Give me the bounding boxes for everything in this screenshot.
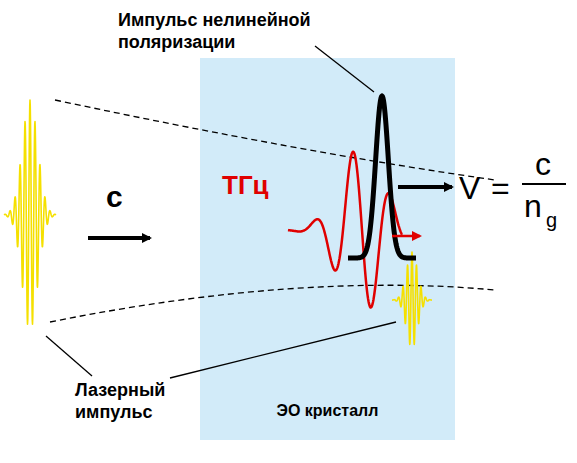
label-holder: Импульс нелинейной поляризации xyxy=(118,10,343,53)
label-holder: ТГц xyxy=(222,172,292,198)
formula-subscript: g xyxy=(546,209,557,231)
callout-label: Импульс нелинейной поляризации xyxy=(118,10,311,52)
laser-pulse xyxy=(392,252,432,344)
beam-envelope xyxy=(55,100,495,180)
direction-arrow xyxy=(88,236,150,240)
formula-symbol: c xyxy=(535,146,551,182)
crystal-label: ЭО кристалл xyxy=(277,402,379,420)
leader-line xyxy=(46,336,92,376)
formula-symbol: n xyxy=(524,188,542,224)
thz-arrow xyxy=(392,235,420,238)
polarization-pulse xyxy=(348,96,416,258)
crystal: ЭО кристалл xyxy=(200,58,455,440)
callout-label: Лазерный импульс xyxy=(75,380,165,422)
label-holder: g xyxy=(546,210,566,230)
fraction-bar xyxy=(522,183,566,185)
thz-wave xyxy=(288,152,402,308)
direction-arrow xyxy=(398,185,452,189)
thz-label: ТГц xyxy=(222,170,269,200)
speed-symbol: c xyxy=(106,180,123,213)
leader-line xyxy=(315,46,374,92)
formula-symbol: = xyxy=(491,170,510,206)
leader-line xyxy=(170,322,396,378)
label-holder: = xyxy=(491,172,519,204)
label-holder: c xyxy=(106,182,136,212)
label-holder: n xyxy=(524,190,548,222)
label-holder: Лазерный импульс xyxy=(75,380,187,423)
beam-envelope xyxy=(50,285,495,322)
crystal-body xyxy=(200,58,455,440)
label-holder: c xyxy=(535,148,563,180)
label-holder: V xyxy=(459,172,489,204)
laser-pulse xyxy=(4,100,56,324)
formula-symbol: V xyxy=(459,170,480,206)
